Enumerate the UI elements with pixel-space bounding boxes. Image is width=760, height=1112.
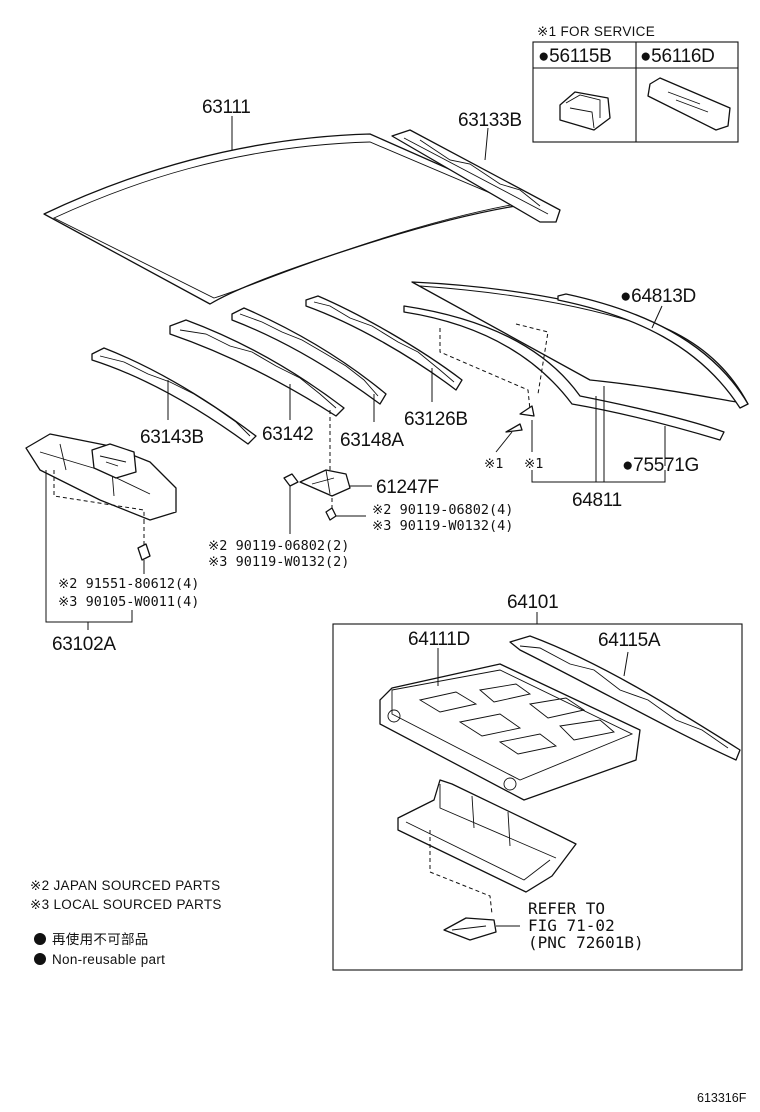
roof-bow-63143b[interactable]: 63143B — [91, 347, 257, 448]
roof-bow-63142[interactable]: 63142 — [169, 319, 345, 445]
glass-clips[interactable]: ※1 ※1 — [484, 405, 543, 472]
lower-bracket[interactable] — [443, 917, 497, 941]
label-64101: 64101 — [507, 592, 558, 613]
clip-56115b-drawing — [559, 91, 611, 131]
refer-line-2[interactable]: FIG 71-02 — [528, 916, 615, 935]
bolt-left[interactable]: ※2 90119-06802(2) ※3 90119-W0132(2) — [208, 473, 349, 570]
roof-bow-63148a[interactable]: 63148A — [231, 307, 405, 451]
mark-1b: ※1 — [524, 456, 543, 472]
tray-reinforcement-64115a[interactable]: 64115A — [509, 630, 741, 761]
header-63102a[interactable]: ※2 91551-80612(4) ※3 90105-W0011(4) 6310… — [25, 433, 199, 655]
mark-1a: ※1 — [484, 456, 503, 472]
molding-75571g[interactable]: ●75571G — [403, 305, 725, 476]
label-63126b: 63126B — [404, 409, 468, 430]
roof-panel-63111[interactable]: 63111 — [43, 97, 529, 305]
service-part-56115b[interactable]: ●56115B — [538, 46, 612, 67]
roof-bow-63126b[interactable]: 63126B — [305, 295, 468, 430]
label-63142: 63142 — [262, 424, 313, 445]
figure-code: 613316F — [697, 1091, 747, 1105]
label-64811: 64811 — [572, 490, 622, 511]
label-64813d: ●64813D — [620, 286, 696, 307]
fastener-90119-w0132-4: ※3 90119-W0132(4) — [372, 518, 513, 534]
service-part-56116d[interactable]: ●56116D — [640, 46, 715, 67]
legend-japan-sourced: ※2 JAPAN SOURCED PARTS — [30, 878, 220, 893]
leader-64811: 64811 — [531, 386, 666, 511]
label-61247f: 61247F — [376, 477, 439, 498]
package-tray-frame — [332, 623, 743, 971]
refer-line-1: REFER TO — [528, 899, 605, 918]
legend-nonreusable-jp: 再使用不可部品 — [52, 931, 149, 947]
fastener-90119-06802-2: ※2 90119-06802(2) — [208, 538, 349, 554]
label-64115a: 64115A — [598, 630, 661, 651]
back-glass-dashes — [439, 323, 549, 411]
fastener-90105-w0011-4: ※3 90105-W0011(4) — [58, 594, 199, 610]
legend-nonreusable-en: Non-reusable part — [52, 952, 165, 967]
label-63102a: 63102A — [52, 634, 116, 655]
molding-64813d[interactable]: ●64813D — [557, 286, 749, 409]
label-63133b: 63133B — [458, 110, 522, 131]
fastener-90119-06802-4: ※2 90119-06802(4) — [372, 502, 513, 518]
bracket-61247f[interactable]: 61247F — [299, 410, 439, 498]
label-75571g: ●75571G — [622, 455, 699, 476]
label-63148a: 63148A — [340, 430, 404, 451]
non-reusable-bullet-icon — [34, 953, 46, 965]
service-box-title: ※1 FOR SERVICE — [537, 24, 655, 39]
legend-local-sourced: ※3 LOCAL SOURCED PARTS — [30, 897, 222, 912]
fastener-91551-80612-4: ※2 91551-80612(4) — [58, 576, 199, 592]
service-box: ※1 FOR SERVICE ●56115B ●56116D — [532, 24, 739, 143]
tray-panel-64111d[interactable]: 64111D — [379, 629, 641, 801]
bolt-right[interactable]: ※2 90119-06802(4) ※3 90119-W0132(4) — [325, 498, 513, 534]
label-63143b: 63143B — [140, 427, 204, 448]
fastener-90119-w0132-2: ※3 90119-W0132(2) — [208, 554, 349, 570]
label-64111d: 64111D — [408, 629, 470, 650]
refer-line-3: (PNC 72601B) — [528, 933, 644, 952]
rail-63133b[interactable]: 63133B — [391, 110, 561, 223]
label-63111: 63111 — [202, 97, 251, 118]
clip-56116d-drawing — [647, 77, 731, 131]
non-reusable-bullet-icon — [34, 933, 46, 945]
package-tray-group-64101[interactable]: 64101 64111D 64115A REFER TO — [332, 592, 743, 971]
legend: ※2 JAPAN SOURCED PARTS ※3 LOCAL SOURCED … — [30, 878, 222, 967]
lower-panel[interactable] — [397, 779, 577, 915]
